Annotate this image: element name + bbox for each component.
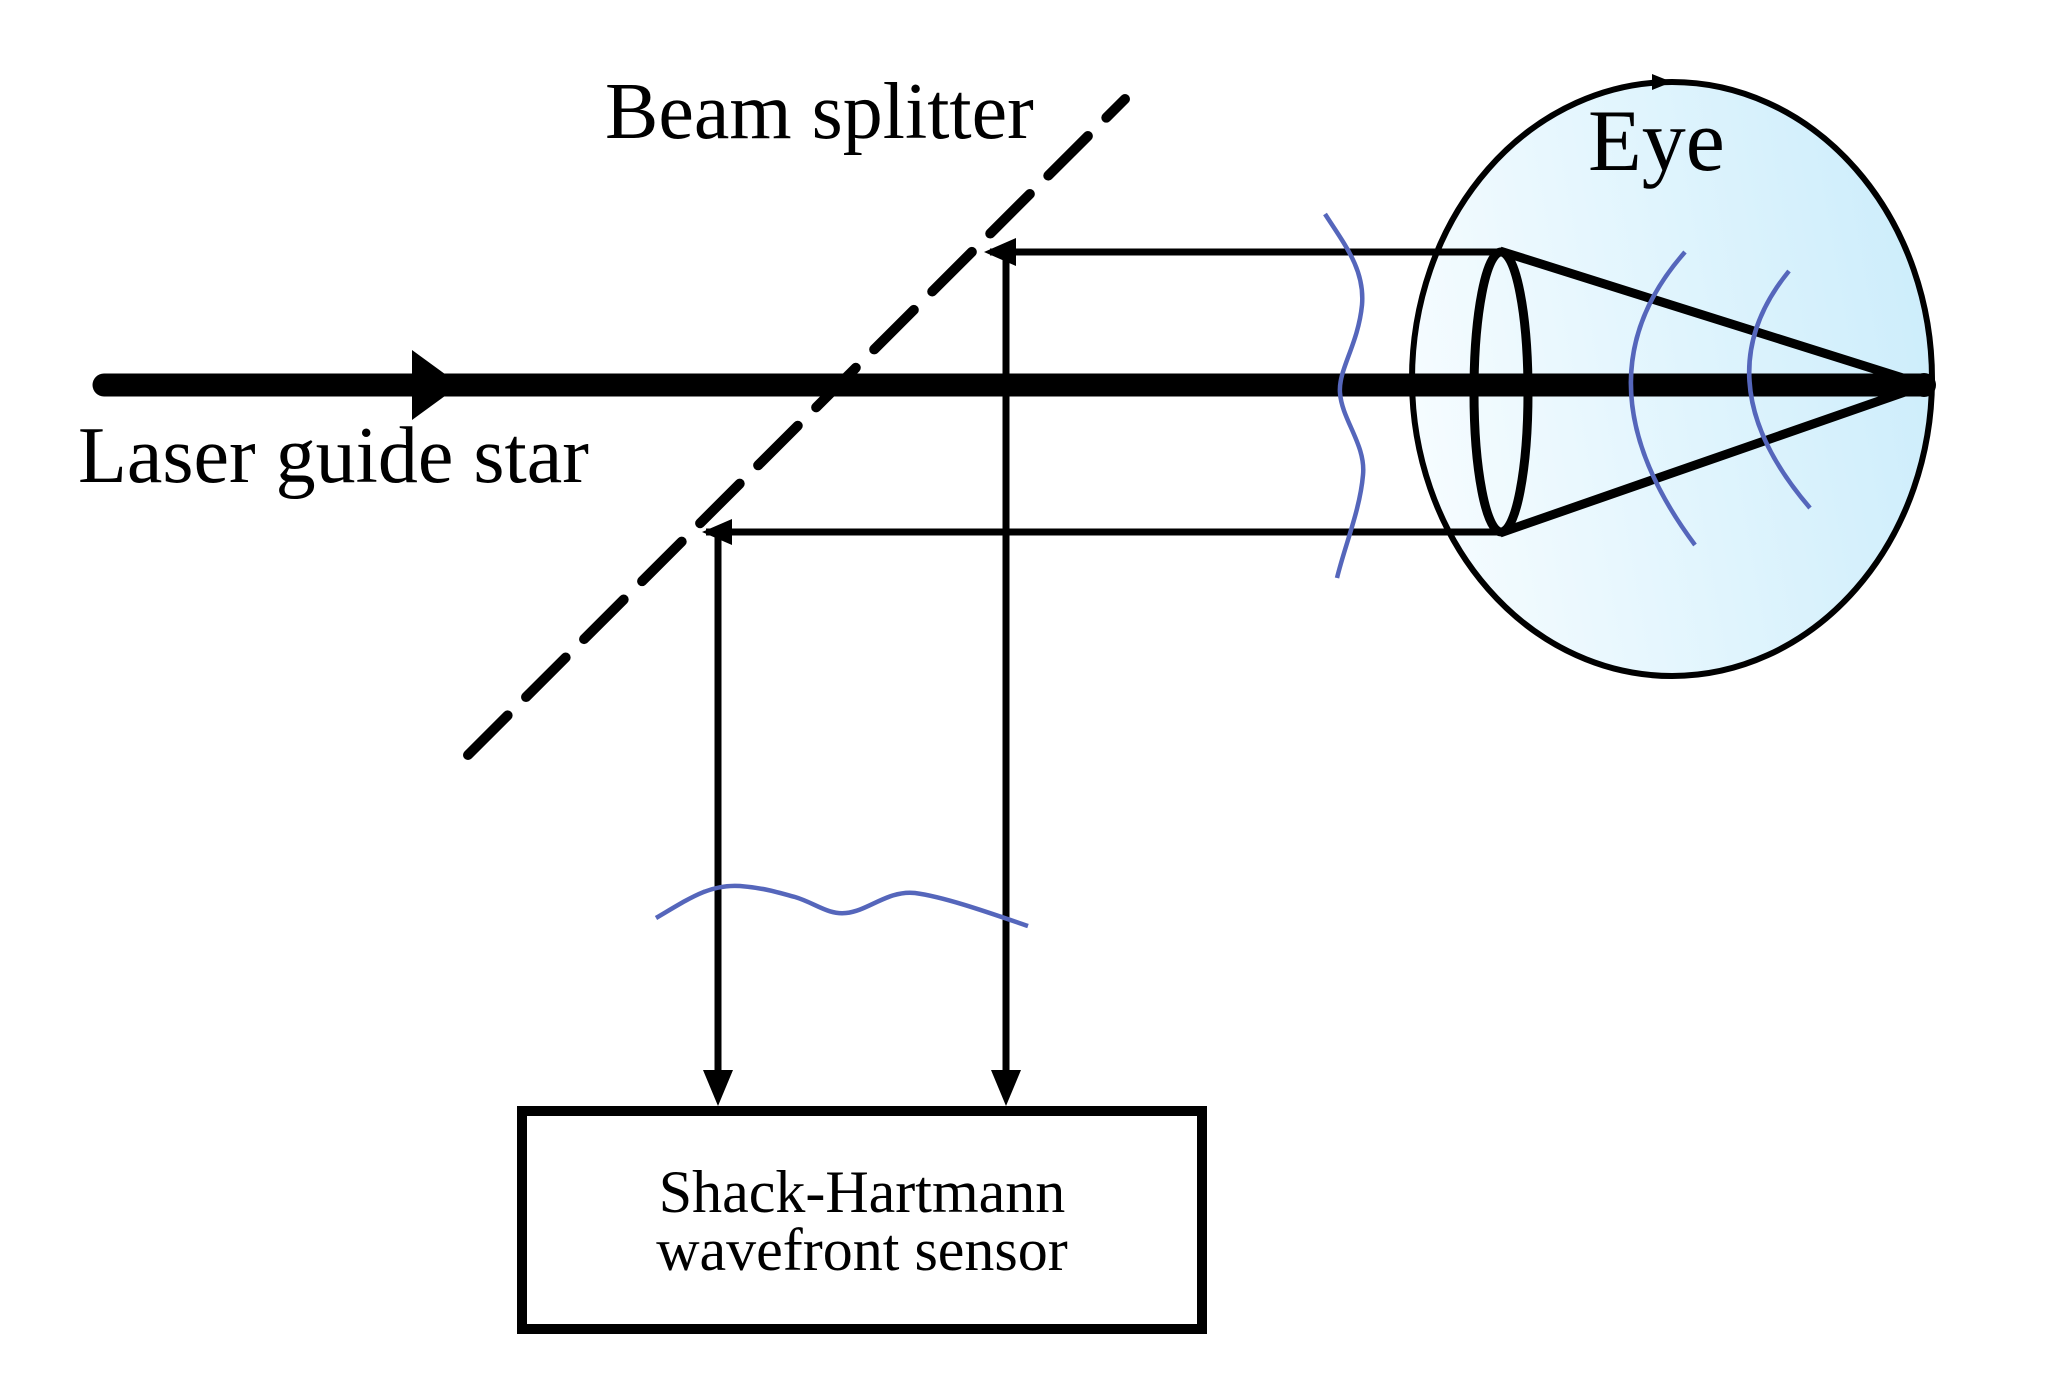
aberrated-wavefront-measured bbox=[654, 883, 1029, 929]
beam-splitter-label: Beam splitter bbox=[605, 68, 1034, 156]
laser-guide-star-label: Laser guide star bbox=[78, 412, 589, 500]
sensor-label-line1: Shack-Hartmann bbox=[659, 1159, 1066, 1225]
eye-rotation-arrowhead bbox=[1652, 74, 1672, 90]
upper-return-arrowhead bbox=[984, 238, 1016, 266]
focus-cone bbox=[1498, 246, 1936, 538]
wavefront-arc-inner bbox=[1628, 250, 1697, 547]
eye-label: Eye bbox=[1588, 93, 1725, 190]
beam-splitter bbox=[463, 94, 1130, 760]
return-rays bbox=[702, 238, 1500, 1106]
left-down-arrowhead bbox=[703, 1070, 733, 1106]
laser-direction-arrowhead bbox=[412, 350, 460, 420]
cone-lower-ray bbox=[1498, 380, 1927, 538]
eye-lens bbox=[1469, 247, 1533, 537]
aberrated-wavefront-incoming bbox=[1323, 212, 1366, 579]
right-down-arrowhead bbox=[991, 1070, 1021, 1106]
laser-beam bbox=[92, 350, 1932, 420]
sensor-label-line2: wavefront sensor bbox=[656, 1217, 1068, 1283]
focal-point bbox=[1912, 373, 1936, 397]
wavefront-sensor-box bbox=[517, 1106, 1207, 1334]
wavefront-arc-outer bbox=[1747, 269, 1812, 510]
cone-upper-ray bbox=[1498, 246, 1927, 390]
